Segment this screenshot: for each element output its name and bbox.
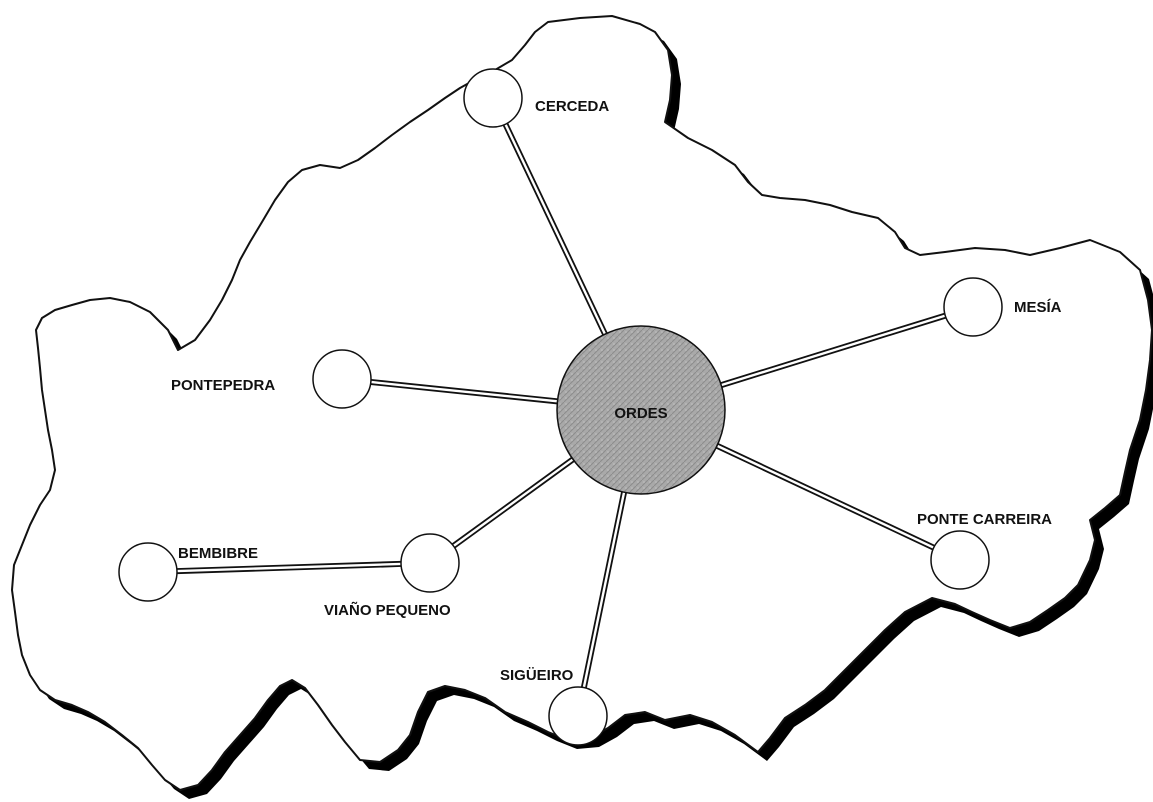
town-bembibre[interactable]: BEMBIBRE (118, 542, 258, 602)
hub-label: ORDES (614, 405, 667, 422)
road-center (720, 314, 946, 387)
town-node-circle (930, 530, 990, 590)
road-viano-pequeno-bembibre (176, 560, 402, 575)
town-ponte-carreira[interactable]: PONTE CARREIRA (917, 511, 1052, 590)
road-ordes-viano-pequeno (451, 456, 575, 549)
town-node-circle (943, 277, 1003, 337)
road-ordes-sigueiro (580, 491, 627, 689)
town-node-circle (463, 68, 523, 128)
town-sigueiro[interactable]: SIGÜEIRO (500, 667, 608, 746)
road-center (504, 123, 607, 335)
town-node-circle (312, 349, 372, 409)
town-label: MESÍA (1014, 299, 1062, 316)
town-cerceda[interactable]: CERCEDA (463, 68, 609, 128)
town-mesia[interactable]: MESÍA (943, 277, 1062, 337)
road-center (452, 458, 574, 547)
hub-ordes[interactable]: ORDES (556, 325, 726, 495)
town-label: BEMBIBRE (178, 545, 258, 562)
roads-layer (176, 122, 947, 689)
town-pontepedra[interactable]: PONTEPEDRA (171, 349, 372, 409)
road-center (176, 562, 402, 573)
hub-circle (556, 325, 726, 495)
road-center (370, 380, 558, 403)
town-node-circle (118, 542, 178, 602)
road-center (716, 444, 935, 549)
road-ordes-pontepedra (370, 379, 558, 405)
town-label: CERCEDA (535, 98, 609, 115)
road-ordes-ponte-carreira (715, 443, 936, 551)
road-ordes-mesia (720, 312, 947, 388)
town-label: PONTE CARREIRA (917, 511, 1052, 528)
road-ordes-cerceda (502, 122, 608, 336)
town-label: VIAÑO PEQUENO (324, 601, 451, 619)
town-node-circle (548, 686, 608, 746)
road-center (582, 492, 626, 688)
town-viano-pequeno[interactable]: VIAÑO PEQUENO (324, 533, 460, 619)
town-node-circle (400, 533, 460, 593)
town-label: PONTEPEDRA (171, 377, 275, 394)
town-label: SIGÜEIRO (500, 667, 574, 684)
